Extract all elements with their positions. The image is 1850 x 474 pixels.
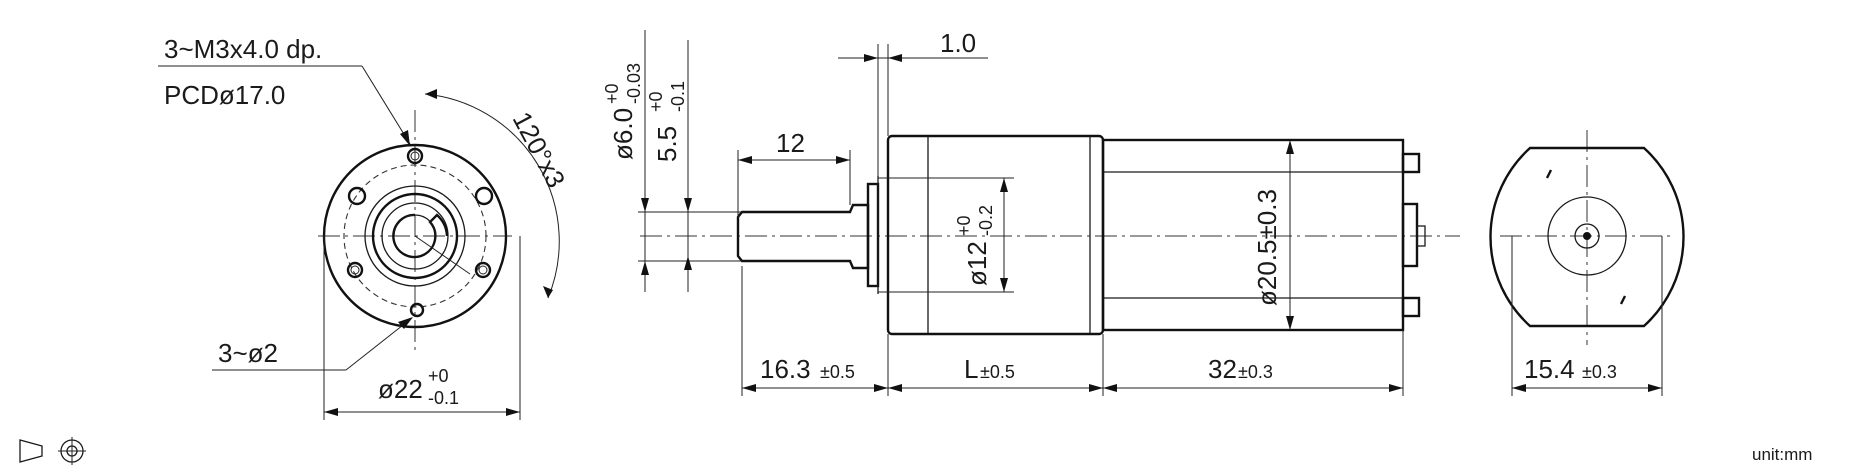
dim-shaft-label: 16.3 <box>760 354 811 384</box>
motor-dia-arrow-top <box>1286 140 1294 154</box>
angle-arc <box>424 93 560 299</box>
hole-leader-arrow <box>398 317 413 329</box>
gap-arrow-right <box>888 54 902 62</box>
thread-hole-label: 3~M3x4.0 dp. <box>164 34 322 64</box>
front-ring-3 <box>381 202 449 270</box>
outer-dia-tol-lower: -0.1 <box>428 388 459 408</box>
pcd-circle <box>343 164 487 308</box>
chain-arrow-1 <box>742 384 756 392</box>
rear-dim-arrow-left <box>1512 384 1526 392</box>
rear-terminal-bottom <box>1619 295 1627 305</box>
rear-shaft-dot <box>1583 232 1591 240</box>
shaft-dia-label: ø6.0 <box>608 108 638 160</box>
boss-dia-tol-upper: +0 <box>954 215 974 236</box>
chain-arrow-4 <box>1389 384 1403 392</box>
rear-shaft <box>1416 225 1426 247</box>
flat-arrow-top <box>684 198 692 212</box>
projection-truncated-cone <box>19 439 43 463</box>
chain-arrow-2b <box>888 384 902 392</box>
shaft-dia-tol-upper: +0 <box>602 83 622 104</box>
small-hole-right <box>474 186 494 206</box>
chain-arrow-3a <box>1089 384 1103 392</box>
flange-plate <box>866 182 880 288</box>
chain-arrow-2a <box>874 384 888 392</box>
shaft-len-label: 12 <box>776 128 805 158</box>
angle-arrow-bottom <box>543 286 553 298</box>
thread-hole-left <box>346 261 364 279</box>
pcd-label: PCDø17.0 <box>164 80 285 110</box>
terminal-bottom <box>1401 296 1421 318</box>
boss-dia-tol-lower: -0.2 <box>976 205 996 236</box>
dim-gear-tol: ±0.5 <box>980 362 1015 382</box>
dim-shaft-tol: ±0.5 <box>820 362 855 382</box>
boss-arrow-bottom <box>1000 278 1008 292</box>
thread-leader-arrow <box>400 130 410 146</box>
hole-dia-label: 3~ø2 <box>218 338 278 368</box>
dia22-arrow-right <box>506 408 520 416</box>
rear-terminal-top <box>1545 169 1553 179</box>
boss-arrow-top <box>1000 178 1008 192</box>
dia22-arrow-left <box>324 408 338 416</box>
rear-shaft-circle <box>1574 223 1600 249</box>
flat-label: 5.5 <box>652 126 682 162</box>
dim-gear-label: L <box>964 354 978 384</box>
flat-tol-upper: +0 <box>646 91 666 112</box>
front-radial-line <box>414 235 471 275</box>
rear-view: 15.4 ±0.3 <box>1489 130 1685 396</box>
chain-arrow-3b <box>1103 384 1117 392</box>
angle-label: 120°x3 <box>507 107 572 193</box>
terminal-top <box>1401 152 1421 174</box>
hole-leader-diag <box>345 317 413 371</box>
thread-hole-right <box>474 261 492 279</box>
thread-leader-diag <box>361 65 411 145</box>
third-angle-projection-icon <box>19 437 86 465</box>
rear-body-outline <box>1489 146 1685 328</box>
boss-dia-label: ø12 <box>962 241 992 286</box>
gap-label: 1.0 <box>940 28 976 58</box>
shaft-len-arrow-left <box>738 156 752 164</box>
small-hole-bottom <box>409 302 425 318</box>
rear-boss-circle <box>1547 196 1627 276</box>
thread-hole-left-inner <box>350 265 360 275</box>
flat-arrow-bottom <box>684 256 692 270</box>
thread-hole-top-inner <box>410 151 420 161</box>
dim-motor-label: 32 <box>1208 354 1237 384</box>
dim-motor-tol: ±0.3 <box>1238 362 1273 382</box>
outer-dia-label: ø22 <box>378 374 423 404</box>
small-hole-left <box>347 186 367 206</box>
flat-tol-lower: -0.1 <box>668 81 688 112</box>
front-shaft-arc <box>393 214 437 237</box>
shaft-dia-arrow-bottom <box>641 261 649 275</box>
front-ring-2 <box>371 192 459 280</box>
angle-arrow-top <box>425 89 437 99</box>
side-view: ø6.0 +0 -0.03 5.5 +0 -0.1 1.0 12 ø12 +0 … <box>602 28 1460 396</box>
rear-dim-arrow-right <box>1648 384 1662 392</box>
front-ring-1 <box>364 185 466 287</box>
shaft-len-arrow-right <box>836 156 850 164</box>
outer-dia-tol-upper: +0 <box>428 366 449 386</box>
front-view: 120°x3 3~M3x4.0 dp. PCDø17.0 3~ø2 ø22 +0… <box>158 34 571 420</box>
rear-boss <box>1401 202 1419 268</box>
thread-hole-top <box>406 147 424 165</box>
dim-rear-tol: ±0.3 <box>1582 362 1617 382</box>
thread-hole-right-inner <box>478 265 488 275</box>
motor-dia-arrow-bottom <box>1286 316 1294 330</box>
output-shaft <box>736 203 870 270</box>
shaft-dia-tol-lower: -0.03 <box>624 63 644 104</box>
unit-label: unit:mm <box>1752 445 1812 464</box>
gap-arrow-left <box>864 54 878 62</box>
dim-rear-label: 15.4 <box>1524 354 1575 384</box>
shaft-dia-arrow-top <box>641 198 649 212</box>
motor-dia-label: ø20.5±0.3 <box>1252 189 1282 306</box>
